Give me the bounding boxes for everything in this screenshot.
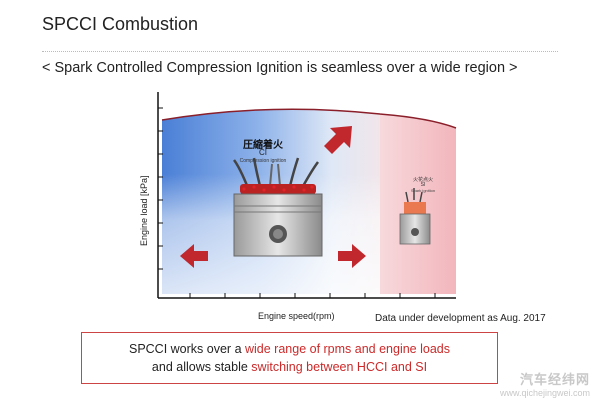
callout-line-2-highlight: switching between HCCI and SI [251, 360, 428, 374]
x-ticks [189, 293, 436, 298]
divider [42, 51, 558, 52]
callout-line-1: SPCCI works over a wide range of rpms an… [82, 340, 497, 358]
page-title: SPCCI Combustion [42, 14, 199, 34]
callout-line-1-text: SPCCI works over a [128, 342, 245, 356]
subtitle: < Spark Controlled Compression Ignition … [42, 60, 518, 76]
x-axis-label: Engine speed(rpm) [258, 311, 335, 321]
ci-code: CI [259, 148, 267, 157]
y-ticks [158, 107, 163, 270]
arrow-up-right-icon [324, 126, 352, 154]
si-subtitle: Spark ignition [410, 188, 436, 193]
watermark: 汽车经纬网 www.qichejingwei.com [500, 369, 590, 398]
ci-label: 圧縮着火 [243, 140, 283, 151]
si-piston-illustration [399, 188, 431, 245]
ci-piston-illustration [232, 157, 323, 257]
callout-line-2: and allows stable switching between HCCI… [82, 358, 497, 376]
si-code: SI [420, 182, 426, 188]
arrow-right-icon [338, 244, 366, 268]
summary-callout: SPCCI works over a wide range of rpms an… [81, 332, 498, 384]
watermark-url: www.qichejingwei.com [499, 388, 590, 398]
data-note: Data under development as Aug. 2017 [375, 313, 546, 324]
combustion-region-diagram [157, 92, 457, 299]
ci-subtitle: Compression ignition [239, 158, 287, 164]
arrow-left-icon [180, 244, 208, 268]
si-label: 火花点火 [412, 177, 433, 183]
callout-line-1-highlight: wide range of rpms and engine loads [245, 342, 450, 356]
callout-line-2-text: and allows stable [151, 360, 252, 374]
y-axis-label: Engine load [kPa] [139, 175, 149, 246]
watermark-name: 汽车经纬网 [519, 372, 590, 387]
